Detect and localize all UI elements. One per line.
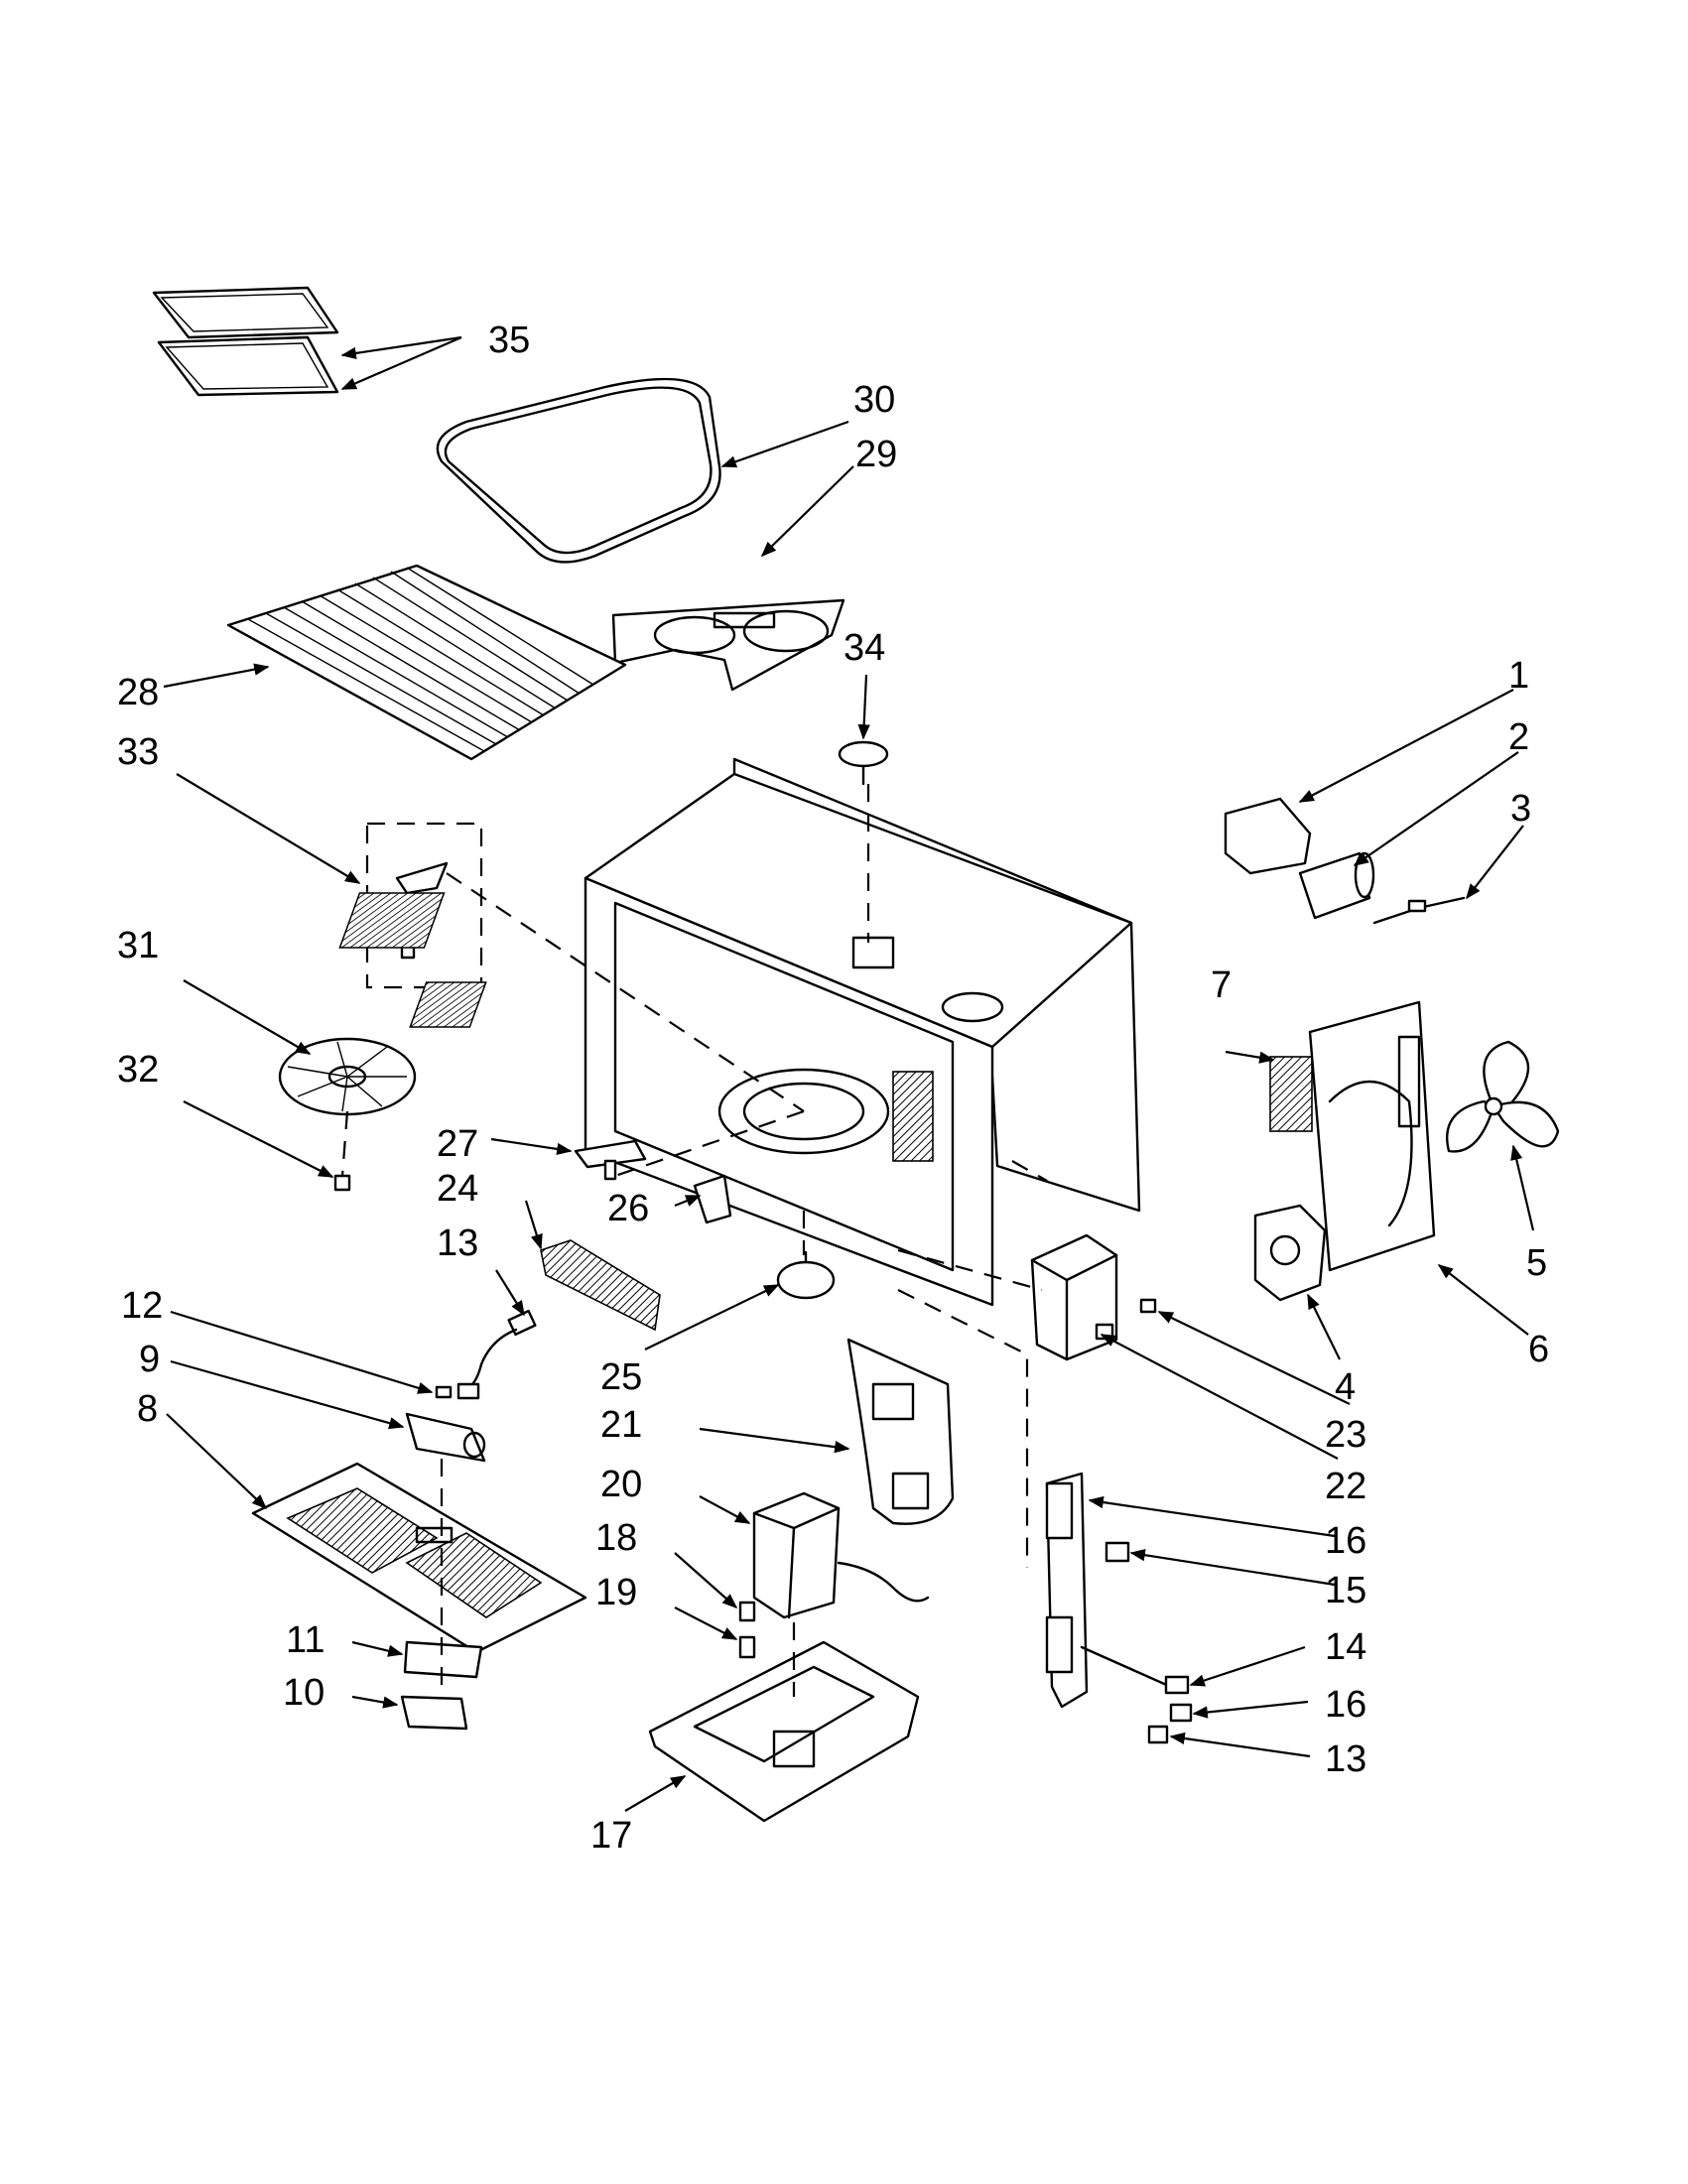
callout-18: 17	[590, 1815, 632, 1857]
callout-6: 6	[1528, 1329, 1549, 1370]
wire-rack-part	[226, 564, 627, 761]
fan-motor-part	[1253, 1204, 1327, 1302]
vent-grille-part	[540, 1239, 661, 1332]
callout-26: 25	[600, 1356, 642, 1398]
callout-25: 24	[437, 1168, 478, 1210]
callout-5: 5	[1526, 1242, 1547, 1284]
fan-blade-part	[1446, 1040, 1560, 1153]
air-duct-part	[1308, 1000, 1436, 1272]
callout-2: 2	[1508, 716, 1529, 758]
rack-support-part	[611, 598, 845, 692]
alignment-lines	[340, 784, 1048, 1697]
callout-19: 18	[595, 1517, 637, 1559]
callout-16-lower: 16	[1325, 1684, 1366, 1726]
gasket-part	[436, 377, 721, 564]
stirrer-fan-part	[278, 1037, 417, 1116]
screw-part	[333, 1174, 351, 1192]
callout-10: 10	[283, 1672, 325, 1714]
fuse-holder-part	[738, 1635, 756, 1659]
callout-21: 20	[600, 1464, 642, 1505]
callout-7: 7	[1211, 964, 1232, 1006]
callout-24: 23	[1325, 1414, 1366, 1456]
leader-lines	[163, 335, 1535, 1812]
callout-13: 13	[437, 1222, 478, 1264]
callout-34: 33	[117, 731, 159, 773]
interlock-bracket-part	[1045, 1472, 1173, 1709]
thermostat-part	[1139, 1298, 1157, 1314]
callout-8: 8	[137, 1388, 158, 1430]
callout-28: 27	[437, 1123, 478, 1165]
callout-12: 12	[121, 1285, 163, 1327]
stirrer-arm-part	[574, 1139, 647, 1181]
callout-15: 14	[1325, 1626, 1366, 1668]
lamp-harness-part	[456, 1309, 537, 1400]
waveguide-cover-part	[846, 1338, 955, 1525]
callout-35: 34	[844, 627, 885, 669]
bottom-grille-part	[251, 1462, 587, 1654]
callout-1: 1	[1508, 655, 1529, 697]
callout-27: 26	[607, 1188, 649, 1229]
filter-part	[403, 1640, 483, 1679]
charcoal-filter-part	[152, 286, 339, 397]
clip-part	[693, 1174, 732, 1224]
cavity-frame-part	[338, 757, 1141, 1307]
callout-17: 16	[1325, 1520, 1366, 1562]
light-lens-part	[405, 1412, 486, 1463]
callout-29: 28	[117, 672, 159, 713]
grease-filter-cover-part	[400, 1695, 468, 1731]
switch-16-upper-part	[1104, 1541, 1130, 1563]
switch-15-part	[1164, 1675, 1190, 1695]
callout-labels: 35 30 29 28 34 33 31 32 27 24 26 13 25 1…	[117, 320, 1549, 1857]
callout-32: 31	[117, 925, 159, 966]
callout-11: 11	[286, 1619, 325, 1661]
capacitor-part	[1298, 851, 1375, 920]
diode-part	[1372, 896, 1466, 925]
callout-9: 9	[139, 1339, 160, 1380]
callout-22: 21	[600, 1404, 642, 1446]
sensor-part	[838, 740, 889, 786]
callout-30: 29	[855, 434, 897, 475]
callout-14: 13	[1325, 1738, 1366, 1780]
turntable-motor-part	[776, 1250, 836, 1300]
callout-20: 19	[595, 1572, 637, 1613]
callout-16-upper: 15	[1325, 1570, 1366, 1611]
thermal-cutout-part	[1269, 1056, 1313, 1132]
fuse-part	[738, 1601, 756, 1622]
callout-4: 4	[1335, 1366, 1356, 1408]
callout-3: 3	[1510, 788, 1531, 830]
callout-31: 30	[853, 379, 895, 421]
switch-14-part	[1147, 1725, 1169, 1744]
lamp-part	[435, 1385, 453, 1399]
base-plate-part	[648, 1640, 920, 1823]
magnetron-part	[1030, 1233, 1118, 1361]
callout-23: 22	[1325, 1466, 1366, 1507]
transformer-part	[752, 1491, 930, 1619]
bracket-part	[1224, 797, 1312, 875]
switch-16-lower-part	[1169, 1703, 1193, 1723]
callout-33: 32	[117, 1049, 159, 1091]
callout-36: 35	[488, 320, 530, 361]
